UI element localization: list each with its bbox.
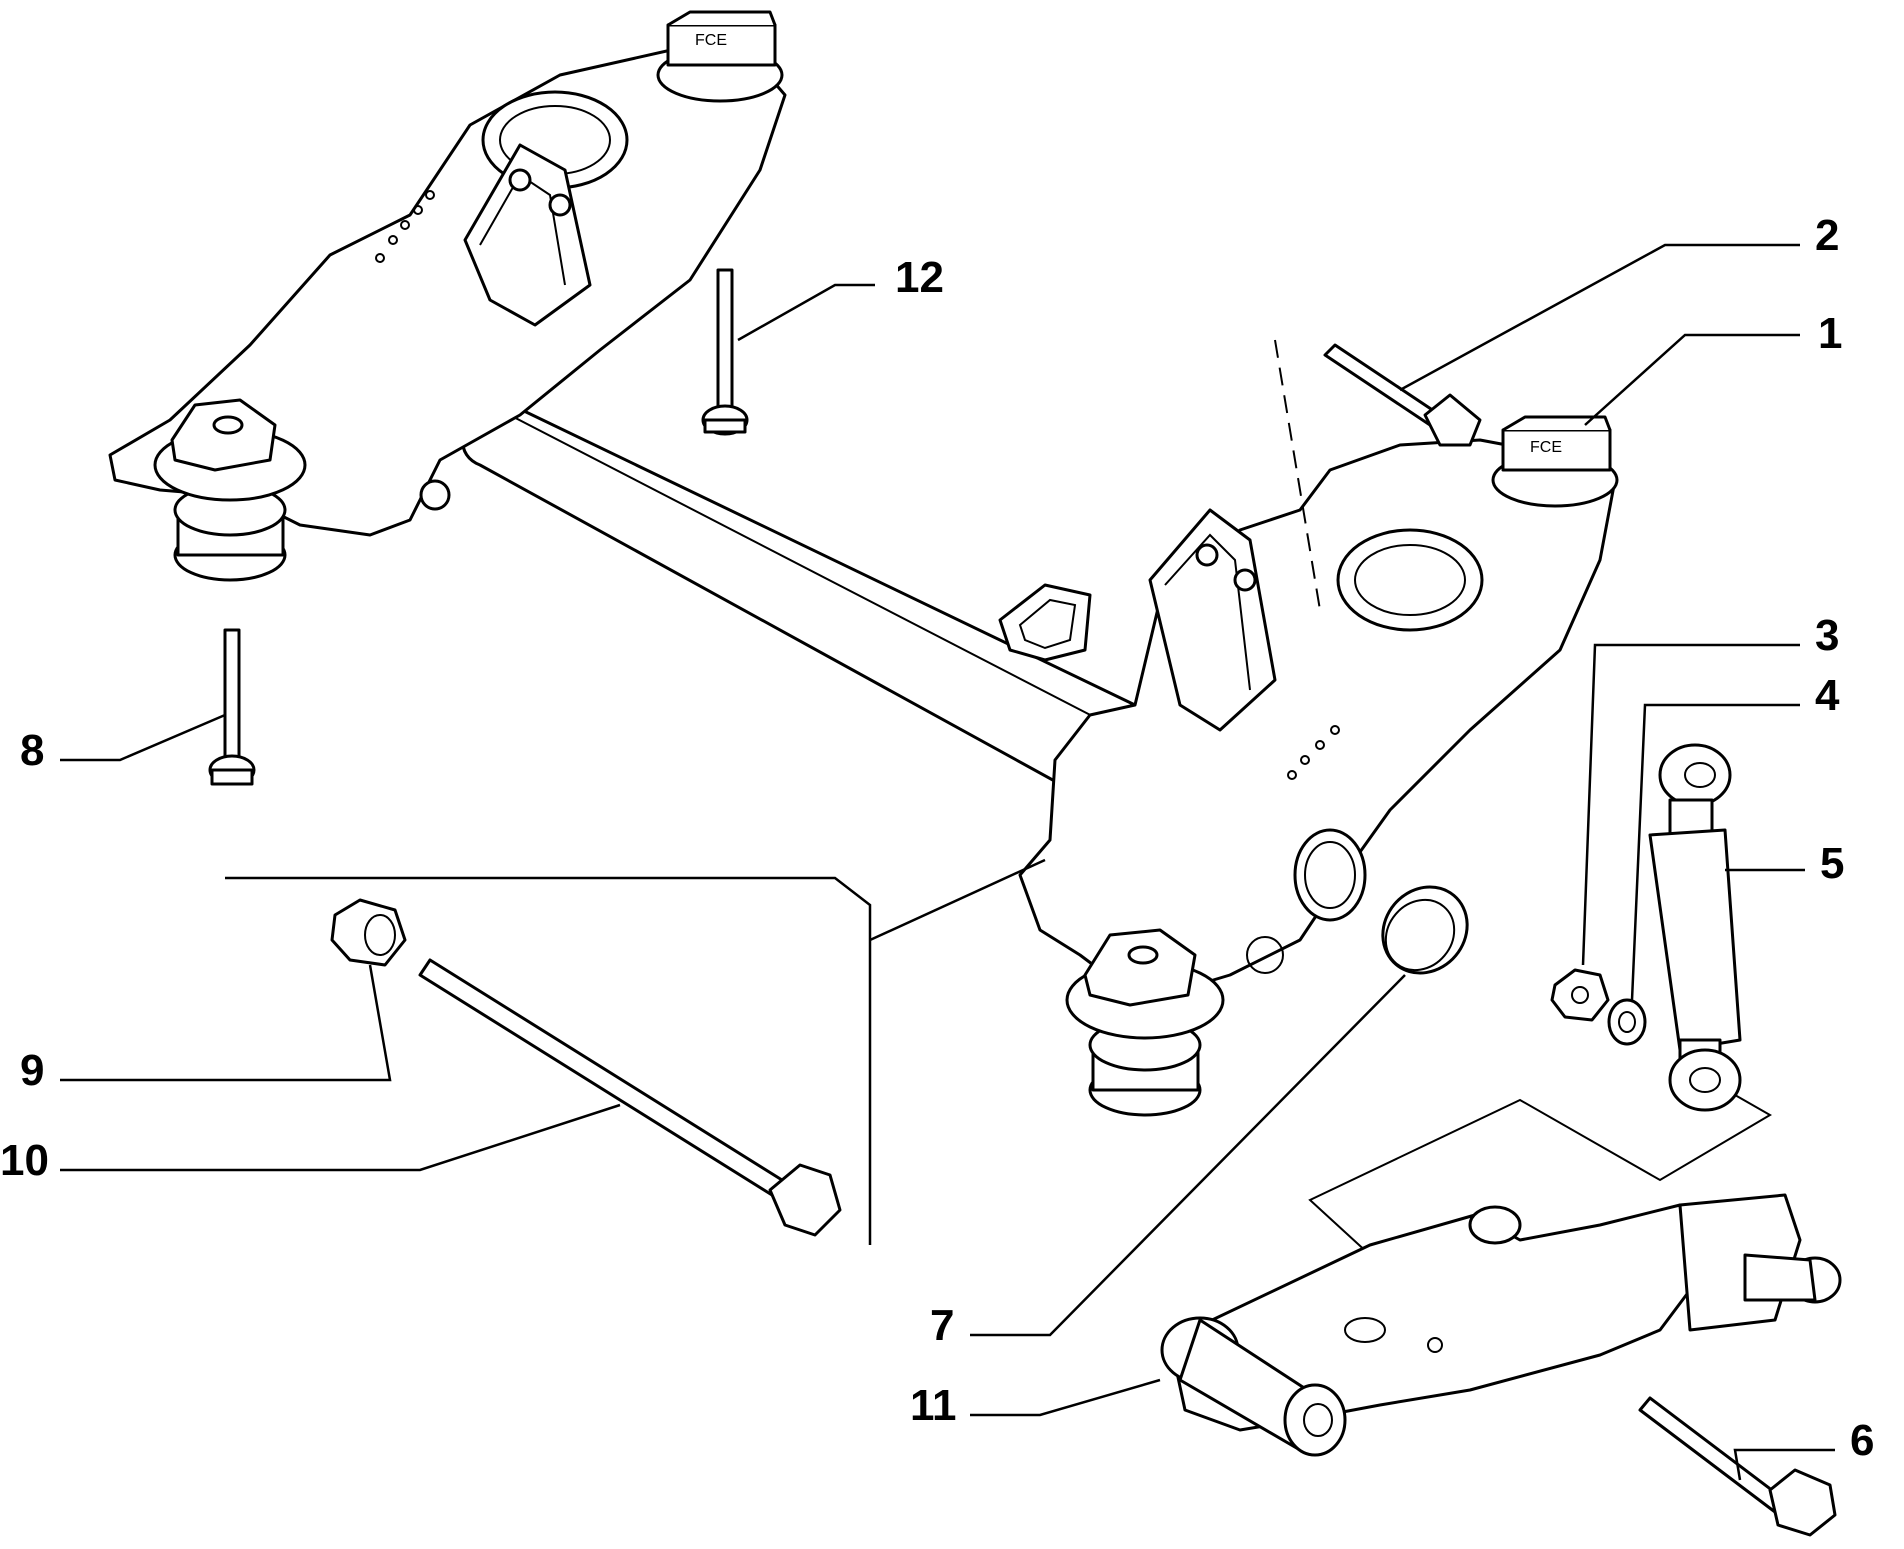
callout-1: 1	[1818, 309, 1842, 358]
callout-3: 3	[1815, 611, 1839, 660]
bolt-6	[1638, 1396, 1837, 1537]
svg-text:FCE: FCE	[1530, 439, 1562, 456]
washer-4	[1607, 998, 1647, 1046]
bolt-8	[208, 628, 256, 786]
crossmember-assembly: FCE FCE	[108, 10, 1619, 1117]
suspension-arm-11	[1160, 1193, 1842, 1457]
bush-7	[1381, 885, 1469, 975]
callout-7: 7	[930, 1301, 954, 1350]
nut-3	[1550, 968, 1610, 1022]
callout-6: 6	[1850, 1416, 1874, 1465]
callout-8: 8	[20, 726, 44, 775]
right-lower-mount	[1065, 928, 1225, 1117]
leader-lines	[60, 243, 1835, 1481]
left-lower-mount	[153, 398, 307, 582]
right-upper-bump-stop: FCE	[1491, 415, 1619, 508]
crossmember-tube	[460, 383, 1137, 797]
bolt-2	[1323, 343, 1482, 447]
callout-12: 12	[895, 253, 944, 302]
nut-9	[330, 898, 407, 967]
callout-5: 5	[1820, 839, 1844, 888]
callout-4: 4	[1815, 671, 1840, 720]
callout-9: 9	[20, 1046, 44, 1095]
callout-10: 10	[0, 1136, 49, 1185]
shock-absorber-5	[1648, 743, 1742, 1112]
callout-labels: 1 2 3 4 5 6 7 8 9 10 11 12	[0, 211, 1874, 1465]
bolt-10	[418, 958, 842, 1237]
svg-text:FCE: FCE	[695, 32, 727, 49]
callout-2: 2	[1815, 211, 1839, 260]
left-upper-bump-stop: FCE	[656, 10, 784, 103]
bolt-12	[701, 268, 749, 436]
callout-11: 11	[910, 1381, 957, 1430]
